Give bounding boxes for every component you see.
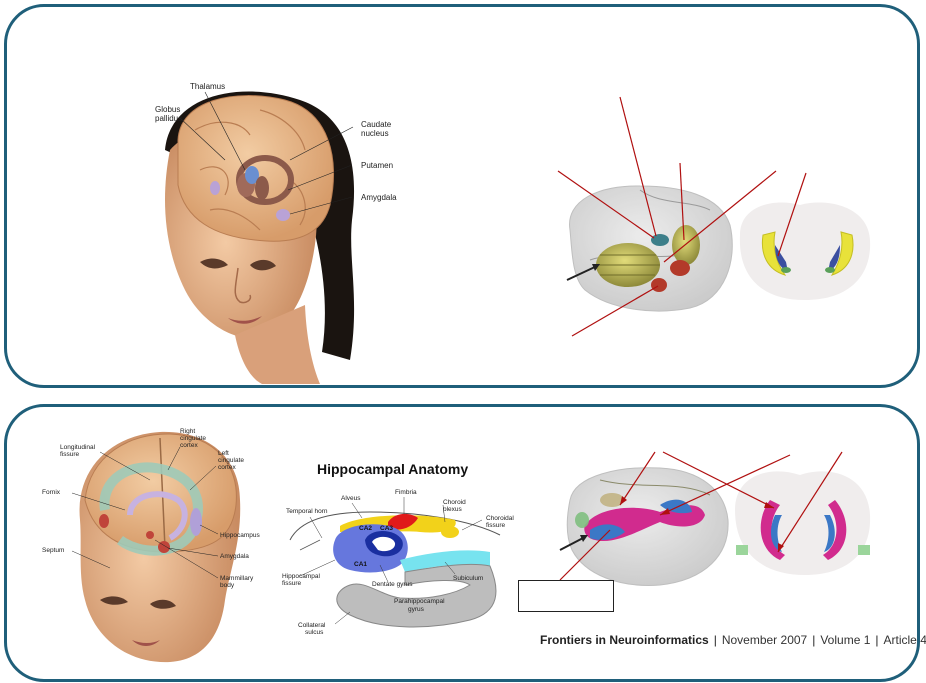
- top-red-arrows: [557, 96, 807, 337]
- top-head-labels: Thalamus Globus pallidus Caudate nucleus…: [155, 82, 397, 202]
- top-black-arrowhead: [592, 264, 600, 271]
- top-coronal-slice: [739, 202, 871, 300]
- top-3d-brain-render: [569, 185, 733, 312]
- label-thalamus: Thalamus: [190, 82, 225, 91]
- footer-separator: |: [812, 633, 816, 647]
- label-ca2: CA2: [359, 525, 372, 532]
- label-choroid-plexus-1: Choroid: [443, 499, 466, 506]
- label-ca4: CA4: [380, 541, 393, 548]
- female-head-illustration: [165, 91, 355, 384]
- label-ca1: CA1: [354, 561, 367, 568]
- footer-separator: |: [713, 633, 717, 647]
- top-panel: [4, 4, 920, 388]
- label-subiculum: Subiculum: [453, 575, 483, 582]
- bottom-arrowheads: [620, 496, 784, 552]
- top-black-arrow: [566, 265, 598, 281]
- label-right-cingulate-1: Right: [180, 428, 195, 435]
- journal-date: November 2007: [721, 633, 808, 647]
- label-choroid-plexus-2: plexus: [443, 506, 463, 513]
- limbic-head-illustration: [71, 431, 241, 663]
- label-dentate-gyrus: Dentate gyrus: [372, 581, 413, 588]
- footer-separator: |: [875, 633, 879, 647]
- label-alveus: Alveus: [341, 495, 361, 502]
- label-hippocampal-fissure-1: Hippocampal: [282, 573, 320, 580]
- label-right-cingulate-3: cortex: [180, 442, 198, 449]
- label-right-cingulate-2: cingulate: [180, 435, 206, 442]
- label-amygdala: Amygdala: [361, 193, 397, 202]
- label-hippocampal-fissure-2: fissure: [282, 580, 302, 587]
- hippocampal-anatomy-diagram: Hippocampal Anatomy Alveus Fimbria: [282, 461, 514, 636]
- journal-article: Article 4: [883, 633, 926, 647]
- label-hippocampus: Hippocampus: [220, 532, 260, 539]
- bottom-3d-brain-render: [566, 467, 729, 586]
- label-left-cingulate-1: Left: [218, 450, 229, 457]
- label-parahippocampal-2: gyrus: [408, 606, 425, 613]
- label-left-cingulate-2: cingulate: [218, 457, 244, 464]
- hippocampal-title: Hippocampal Anatomy: [317, 461, 468, 477]
- journal-footer: Frontiers in Neuroinformatics | November 2…: [540, 633, 926, 647]
- label-temporal-horn: Temporal horn: [286, 508, 328, 515]
- label-parahippocampal-1: Parahippocampal: [394, 598, 445, 605]
- empty-caption-box: [518, 580, 614, 612]
- label-fimbria: Fimbria: [395, 489, 417, 496]
- label-putamen: Putamen: [361, 161, 393, 170]
- bottom-black-arrowhead: [580, 535, 588, 542]
- bottom-coronal-slice: [735, 471, 871, 575]
- label-collateral-2: sulcus: [305, 629, 324, 636]
- label-globus-2: pallidus: [155, 114, 182, 123]
- label-longitudinal-1: Longitudinal: [60, 444, 96, 451]
- label-collateral-1: Collateral: [298, 622, 326, 629]
- label-left-cingulate-3: cortex: [218, 464, 236, 471]
- bottom-head-labels: Right cingulate cortex Longitudinal fiss…: [42, 428, 260, 589]
- label-caudate-1: Caudate: [361, 120, 392, 129]
- label-caudate-2: nucleus: [361, 129, 389, 138]
- label-fornix: Fornix: [42, 489, 61, 496]
- label-globus-1: Globus: [155, 105, 180, 114]
- label-choroidal-fissure-2: fissure: [486, 522, 506, 529]
- label-choroidal-fissure-1: Choroidal: [486, 515, 514, 522]
- label-amygdala-bottom: Amygdala: [220, 553, 249, 560]
- label-mammillary-1: Mammillary: [220, 575, 254, 582]
- bottom-red-arrows: [559, 451, 843, 581]
- label-longitudinal-2: fissure: [60, 451, 80, 458]
- bottom-black-arrow: [559, 536, 586, 551]
- label-mammillary-2: body: [220, 582, 235, 589]
- label-ca3: CA3: [380, 525, 393, 532]
- journal-volume: Volume 1: [820, 633, 871, 647]
- label-septum: Septum: [42, 547, 64, 554]
- journal-name: Frontiers in Neuroinformatics: [540, 633, 709, 647]
